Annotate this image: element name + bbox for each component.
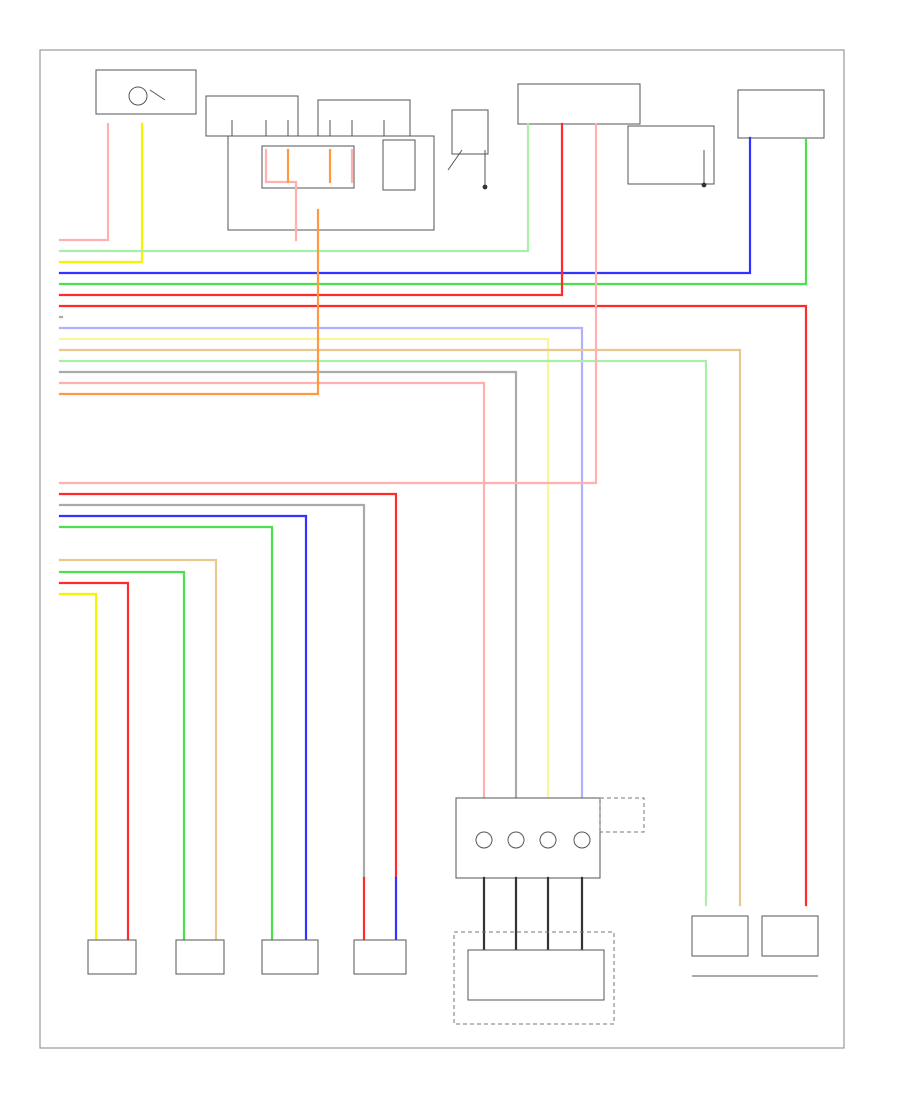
side-sensor-right-box [737, 89, 825, 139]
wire-pink-clockspring [58, 122, 110, 242]
wire-yellow-light-clock [58, 337, 550, 802]
occupant-sensor-ground-icon [482, 184, 488, 190]
wire-gray-rear-right [58, 503, 366, 880]
wire-gray-clock [58, 370, 518, 802]
wire-blue-side [58, 136, 752, 275]
front-impact-left-box [205, 95, 299, 137]
occupant-classification-sub-box [627, 125, 715, 185]
occupant-classification-box [517, 83, 641, 125]
airbag-module-box [467, 949, 605, 1001]
wire-pink-clock [58, 381, 486, 802]
occupant-classification-ground-icon [701, 182, 707, 188]
harness-connector-box [382, 139, 416, 191]
airbag-module-outer [453, 931, 615, 1025]
clockspring-coil-1 [475, 831, 493, 849]
wire-pink-harness [264, 148, 298, 242]
diagram-frame [39, 49, 845, 1049]
clockspring-coil-2 [507, 831, 525, 849]
left-rear-sensor-box [261, 939, 319, 975]
driver-buckle-box [87, 939, 137, 975]
wire-green-rear-left [58, 525, 274, 942]
right-rear-sensor-box [353, 939, 407, 975]
wire-orange-front [58, 208, 320, 396]
clockspring-bottom-box [455, 797, 601, 879]
top-component-row [95, 69, 825, 231]
wire-green-side [58, 138, 808, 286]
passenger-airbag-left [691, 915, 749, 957]
wire-green-light-occupant [58, 122, 530, 253]
wire-green-pass-buckle [58, 570, 186, 942]
passenger-airbag-right [761, 915, 819, 957]
wire-yellow-drv-buckle [58, 592, 98, 942]
wire-red-occupant [58, 122, 564, 297]
clockspring-bottom-dash [599, 797, 645, 833]
clockspring-top-symbol [128, 86, 148, 106]
wire-pink-occupant-down [58, 122, 598, 485]
clockspring-coil-4 [573, 831, 591, 849]
wire-red-rear-right [58, 492, 398, 880]
front-impact-right-box [317, 99, 411, 137]
wire-blue-light-clock [58, 326, 584, 802]
wire-tan-passenger [58, 348, 742, 907]
wire-blue-rear-left [58, 514, 308, 942]
clockspring-top-contact [149, 89, 166, 101]
passenger-buckle-box [175, 939, 225, 975]
wire-red-drv-buckle [58, 581, 130, 942]
wire-bus [58, 122, 808, 942]
bottom-component-row [87, 797, 819, 1025]
clockspring-coil-3 [539, 831, 557, 849]
wire-red-passenger [58, 304, 808, 907]
wire-tan-pass-buckle [58, 558, 218, 942]
occupant-sensor-box [451, 109, 489, 155]
wire-yellow-clockspring [58, 122, 144, 264]
wire-green-light-passenger [58, 359, 708, 907]
occupant-sensor-lead [447, 149, 463, 171]
